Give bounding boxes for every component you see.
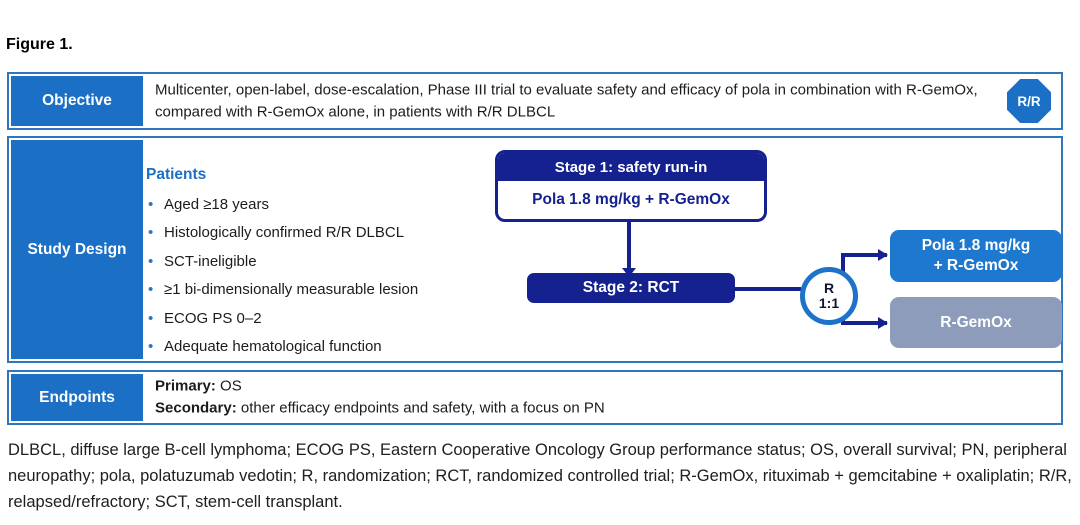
arrow-right-icon xyxy=(878,248,888,261)
objective-row: Objective Multicenter, open-label, dose-… xyxy=(7,72,1063,130)
study-design-row: Study Design Patients Aged ≥18 years His… xyxy=(7,136,1063,363)
stage1-title: Stage 1: safety run-in xyxy=(498,153,764,181)
endpoints-text: Primary: OS Secondary: other efficacy en… xyxy=(155,375,605,420)
secondary-endpoint-label: Secondary: xyxy=(155,399,237,417)
bracket-top-line xyxy=(843,253,887,257)
primary-endpoint-value: OS xyxy=(220,377,242,394)
patient-criterion: Adequate hematological function xyxy=(146,333,418,362)
secondary-endpoint-line: Secondary: other efficacy endpoints and … xyxy=(155,398,605,421)
secondary-endpoint-value: other efficacy endpoints and safety, wit… xyxy=(240,399,605,417)
stage2-to-randomization-connector xyxy=(735,287,801,291)
patients-title: Patients xyxy=(146,166,207,183)
objective-text: Multicenter, open-label, dose-escalation… xyxy=(155,81,978,121)
objective-row-label: Objective xyxy=(11,76,143,126)
figure-caption: Figure 1. xyxy=(6,36,73,53)
bracket-bottom-line xyxy=(843,321,887,325)
stage1-regimen: Pola 1.8 mg/kg + R-GemOx xyxy=(532,191,730,208)
arrow-down-icon xyxy=(622,268,636,277)
endpoints-row-label: Endpoints xyxy=(11,374,143,421)
study-flowchart: Stage 1: safety run-in Pola 1.8 mg/kg + … xyxy=(9,138,1062,361)
randomization-ratio: 1:1 xyxy=(818,295,840,311)
randomization-r: R xyxy=(823,280,835,296)
patient-criterion: ECOG PS 0–2 xyxy=(146,305,418,334)
primary-endpoint-label: Primary: xyxy=(155,377,216,394)
patient-criterion: Histologically confirmed R/R DLBCL xyxy=(146,219,418,248)
arm-rgemox-box: R-GemOx xyxy=(890,297,1062,348)
stage1-to-stage2-connector xyxy=(627,222,631,268)
badge-label: R/R xyxy=(1017,93,1041,109)
patient-criterion: SCT-ineligible xyxy=(146,248,418,277)
relapsed-refractory-octagon-badge: R/R xyxy=(1007,79,1051,123)
arm1-line2: + R-GemOx xyxy=(933,257,1019,274)
endpoints-row: Endpoints Primary: OS Secondary: other e… xyxy=(7,370,1063,425)
patients-bullet-list: Aged ≥18 years Histologically confirmed … xyxy=(146,191,418,362)
arm-pola-rgemox-box: Pola 1.8 mg/kg + R-GemOx xyxy=(890,230,1062,282)
arrow-right-icon xyxy=(878,316,888,329)
primary-endpoint-line: Primary: OS xyxy=(155,375,605,398)
arm1-line1: Pola 1.8 mg/kg xyxy=(921,237,1031,254)
study-design-row-label: Study Design xyxy=(11,140,143,359)
randomization-circle: R 1:1 xyxy=(800,267,858,325)
stage1-box: Stage 1: safety run-in Pola 1.8 mg/kg + … xyxy=(495,150,767,222)
patients-criteria-list: Patients Aged ≥18 years Histologically c… xyxy=(146,164,418,362)
abbreviations-footnote: DLBCL, diffuse large B-cell lymphoma; EC… xyxy=(8,441,1072,511)
patient-criterion: ≥1 bi-dimensionally measurable lesion xyxy=(146,276,418,305)
patient-criterion: Aged ≥18 years xyxy=(146,191,418,220)
stage2-box: Stage 2: RCT xyxy=(527,273,735,303)
